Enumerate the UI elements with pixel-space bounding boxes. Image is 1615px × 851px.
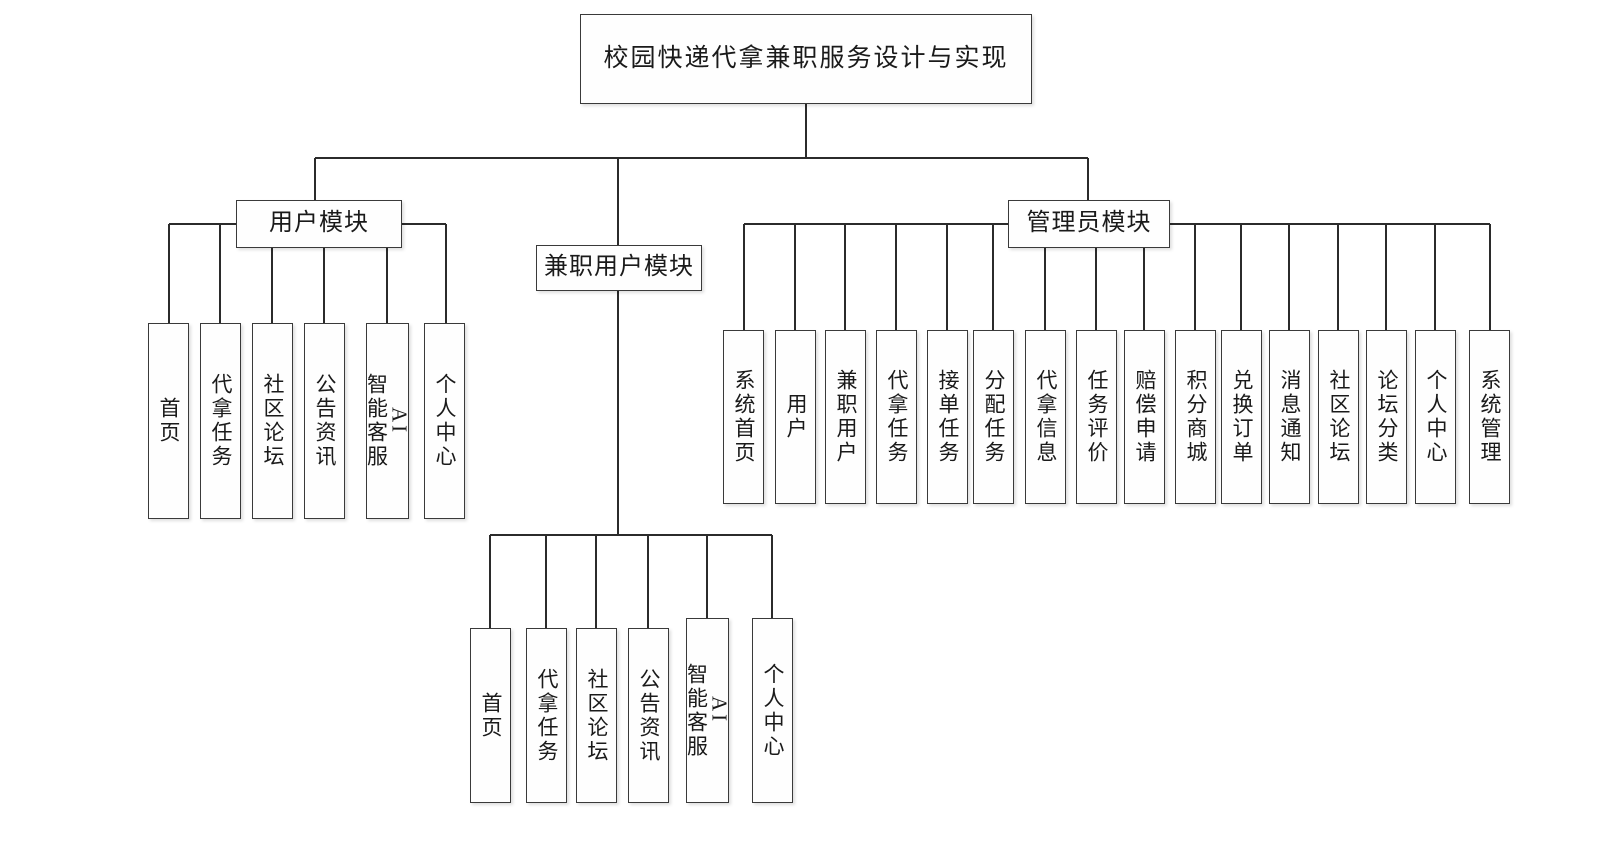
node-label: 社区论坛 bbox=[261, 373, 286, 469]
node-label: 积分商城 bbox=[1184, 369, 1209, 465]
node-label: 代拿任务 bbox=[209, 373, 234, 469]
admin-leaf-adm-order[interactable]: 兑换订单 bbox=[1221, 330, 1262, 504]
parttime-leaf-pt-ai[interactable]: AI 智能客服 bbox=[684, 618, 732, 803]
node-label: 社区论坛 bbox=[1327, 369, 1352, 465]
node-label: 兑换订单 bbox=[1230, 369, 1255, 465]
node-label: 消息通知 bbox=[1278, 369, 1303, 465]
node-label: 系统管理 bbox=[1478, 369, 1503, 465]
root-node-root[interactable]: 校园快递代拿兼职服务设计与实现 bbox=[580, 14, 1032, 104]
admin-leaf-adm-profile[interactable]: 个人中心 bbox=[1415, 330, 1456, 504]
module-node-parttime-module[interactable]: 兼职用户模块 bbox=[536, 245, 702, 291]
node-label: 兼职用户模块 bbox=[544, 254, 694, 281]
node-label: 个人中心 bbox=[1424, 369, 1449, 465]
node-label: 管理员模块 bbox=[1026, 210, 1152, 237]
node-label: 分配任务 bbox=[982, 369, 1007, 465]
admin-leaf-adm-system[interactable]: 系统管理 bbox=[1469, 330, 1510, 504]
node-label: AI 智能客服 bbox=[364, 373, 412, 469]
node-label: 首页 bbox=[479, 691, 504, 740]
admin-leaf-adm-mall[interactable]: 积分商城 bbox=[1175, 330, 1216, 504]
parttime-leaf-pt-task[interactable]: 代拿任务 bbox=[526, 628, 567, 803]
parttime-leaf-pt-forum[interactable]: 社区论坛 bbox=[576, 628, 617, 803]
node-label: 代拿任务 bbox=[535, 667, 560, 764]
node-label: 公告资讯 bbox=[637, 667, 662, 764]
user-leaf-user-ai[interactable]: AI 智能客服 bbox=[364, 323, 412, 519]
user-leaf-user-profile[interactable]: 个人中心 bbox=[424, 323, 465, 519]
admin-leaf-adm-info[interactable]: 代拿信息 bbox=[1025, 330, 1066, 504]
node-label: 论坛分类 bbox=[1375, 369, 1400, 465]
node-label: 个人中心 bbox=[761, 662, 786, 759]
admin-leaf-adm-category[interactable]: 论坛分类 bbox=[1366, 330, 1407, 504]
node-label: 接单任务 bbox=[936, 369, 961, 465]
admin-leaf-adm-forum[interactable]: 社区论坛 bbox=[1318, 330, 1359, 504]
node-label: 代拿信息 bbox=[1034, 369, 1059, 465]
module-node-user-module[interactable]: 用户模块 bbox=[236, 200, 402, 248]
user-leaf-user-home[interactable]: 首页 bbox=[148, 323, 189, 519]
admin-leaf-adm-task[interactable]: 代拿任务 bbox=[876, 330, 917, 504]
admin-leaf-adm-user[interactable]: 用户 bbox=[775, 330, 816, 504]
admin-leaf-adm-claim[interactable]: 赔偿申请 bbox=[1124, 330, 1165, 504]
node-label: 系统首页 bbox=[732, 369, 757, 465]
node-label: 个人中心 bbox=[433, 373, 458, 469]
node-label: 社区论坛 bbox=[585, 667, 610, 764]
admin-leaf-adm-assign[interactable]: 分配任务 bbox=[973, 330, 1014, 504]
node-label: 公告资讯 bbox=[313, 373, 338, 469]
node-label: 代拿任务 bbox=[885, 369, 910, 465]
user-leaf-user-notice[interactable]: 公告资讯 bbox=[304, 323, 345, 519]
node-label: AI 智能客服 bbox=[684, 662, 732, 759]
node-label: 校园快递代拿兼职服务设计与实现 bbox=[603, 44, 1009, 72]
user-leaf-user-task[interactable]: 代拿任务 bbox=[200, 323, 241, 519]
node-label: 任务评价 bbox=[1085, 369, 1110, 465]
admin-leaf-adm-review[interactable]: 任务评价 bbox=[1076, 330, 1117, 504]
node-label: 用户 bbox=[784, 393, 809, 441]
parttime-leaf-pt-home[interactable]: 首页 bbox=[470, 628, 511, 803]
user-leaf-user-forum[interactable]: 社区论坛 bbox=[252, 323, 293, 519]
admin-leaf-adm-ptuser[interactable]: 兼职用户 bbox=[825, 330, 866, 504]
node-label: 首页 bbox=[157, 397, 182, 445]
module-node-admin-module[interactable]: 管理员模块 bbox=[1008, 200, 1170, 248]
node-label: 用户模块 bbox=[269, 210, 369, 237]
parttime-leaf-pt-profile[interactable]: 个人中心 bbox=[752, 618, 793, 803]
admin-leaf-adm-home[interactable]: 系统首页 bbox=[723, 330, 764, 504]
parttime-leaf-pt-notice[interactable]: 公告资讯 bbox=[628, 628, 669, 803]
node-label: 赔偿申请 bbox=[1133, 369, 1158, 465]
admin-leaf-adm-msg[interactable]: 消息通知 bbox=[1269, 330, 1310, 504]
admin-leaf-adm-accept[interactable]: 接单任务 bbox=[927, 330, 968, 504]
node-label: 兼职用户 bbox=[834, 369, 859, 465]
